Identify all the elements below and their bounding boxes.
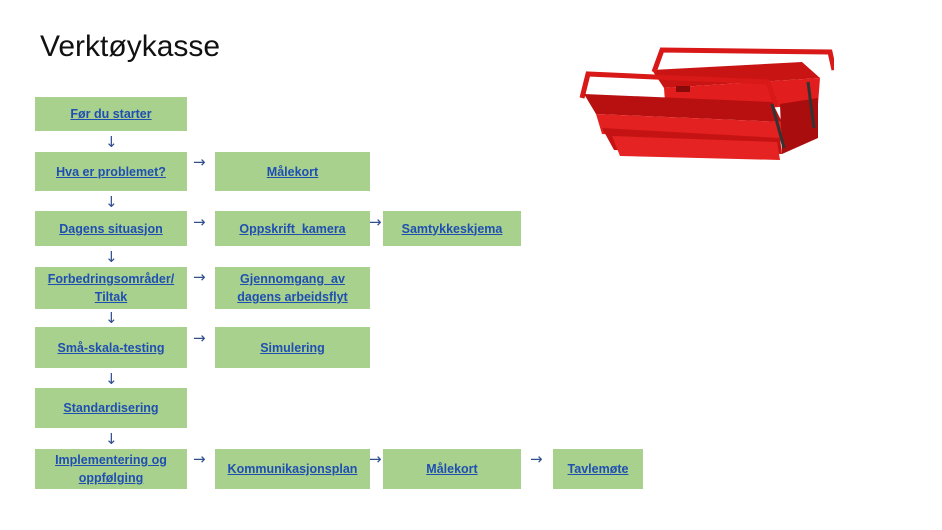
arrow-right-icon: → <box>369 450 382 468</box>
step-improve: Forbedringsområder/ Tiltak <box>35 267 187 309</box>
arrow-right-icon: → <box>369 213 382 231</box>
link-improve-line1[interactable]: Forbedringsområder/ <box>47 272 175 286</box>
tool-board: Tavlemøte <box>553 449 643 489</box>
link-simulation[interactable]: Simulering <box>260 340 325 355</box>
link-start[interactable]: Før du starter <box>70 107 152 121</box>
link-current[interactable]: Dagens situasjon <box>59 221 163 236</box>
arrow-down-icon: ↓ <box>105 370 118 388</box>
tool-workflow: Gjennomgang av dagens arbeidsflyt <box>215 267 370 309</box>
link-workflow-line1[interactable]: Gjennomgang av <box>240 272 345 286</box>
link-implement-line2[interactable]: oppfølging <box>78 471 144 485</box>
link-consent[interactable]: Samtykkeskjema <box>401 221 503 236</box>
link-small-test[interactable]: Små-skala-testing <box>57 340 165 355</box>
link-standard[interactable]: Standardisering <box>63 401 159 415</box>
link-comm-plan[interactable]: Kommunikasjonsplan <box>227 462 358 476</box>
step-implement: Implementering og oppfølging <box>35 449 187 489</box>
arrow-right-icon: → <box>193 329 206 347</box>
tool-consent: Samtykkeskjema <box>383 211 521 246</box>
link-problem[interactable]: Hva er problemet? <box>56 164 166 179</box>
arrow-right-icon: → <box>193 450 206 468</box>
arrow-down-icon: ↓ <box>105 309 118 327</box>
arrow-down-icon: ↓ <box>105 430 118 448</box>
link-malekort-2[interactable]: Målekort <box>426 462 478 476</box>
step-current: Dagens situasjon <box>35 211 187 246</box>
link-malekort[interactable]: Målekort <box>266 164 319 179</box>
arrow-right-icon: → <box>193 213 206 231</box>
arrow-right-icon: → <box>530 450 543 468</box>
step-problem: Hva er problemet? <box>35 152 187 191</box>
link-improve-line2[interactable]: Tiltak <box>94 290 128 304</box>
arrow-down-icon: ↓ <box>105 248 118 266</box>
link-implement-line1[interactable]: Implementering og <box>55 453 167 467</box>
tool-comm-plan: Kommunikasjonsplan <box>215 449 370 489</box>
arrow-down-icon: ↓ <box>105 193 118 211</box>
page-title: Verktøykasse <box>40 30 221 63</box>
arrow-right-icon: → <box>193 268 206 286</box>
step-small-test: Små-skala-testing <box>35 327 187 368</box>
step-start: Før du starter <box>35 97 187 131</box>
link-workflow-line2[interactable]: dagens arbeidsflyt <box>237 290 348 304</box>
link-camera[interactable]: Oppskrift kamera <box>239 221 346 236</box>
link-board[interactable]: Tavlemøte <box>567 462 629 476</box>
arrow-right-icon: → <box>193 153 206 171</box>
tool-simulation: Simulering <box>215 327 370 368</box>
tool-malekort-2: Målekort <box>383 449 521 489</box>
step-standard: Standardisering <box>35 388 187 428</box>
toolbox-icon <box>579 47 834 160</box>
tool-malekort: Målekort <box>215 152 370 191</box>
arrow-down-icon: ↓ <box>105 133 118 151</box>
tool-camera: Oppskrift kamera <box>215 211 370 246</box>
